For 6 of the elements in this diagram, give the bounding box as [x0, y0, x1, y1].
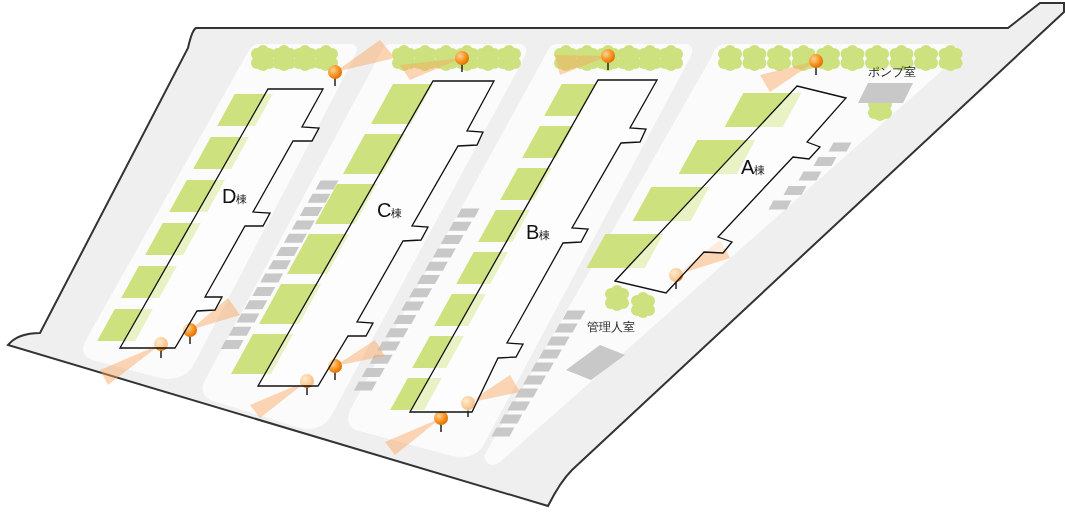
building-label: C棟: [377, 200, 403, 220]
building-label: B棟: [526, 222, 551, 242]
room-label: ポンプ室: [868, 66, 916, 78]
room-label: 管理人室: [587, 321, 635, 333]
building-label: D棟: [222, 186, 248, 206]
building-label: A棟: [741, 157, 766, 177]
